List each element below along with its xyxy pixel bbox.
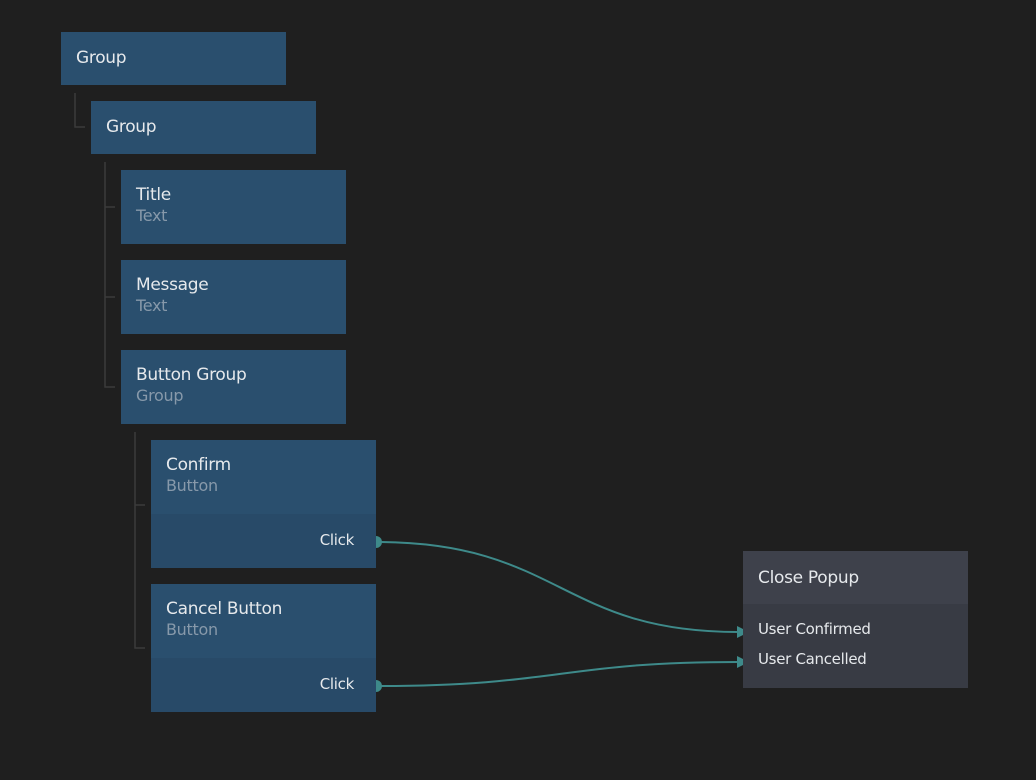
connection-confirm[interactable] [375,541,739,633]
node-type: Text [136,206,168,225]
node-title: Confirm [166,455,231,475]
node-title: Close Popup [758,567,859,588]
node-type: Text [136,296,168,315]
tree-line [134,432,145,649]
node-type: Button [166,620,218,639]
input-port-user-cancelled[interactable]: User Cancelled [758,650,867,668]
tree-line [104,162,115,388]
hierarchy-lines [74,93,145,649]
node-title: Button Group [136,365,247,385]
node-close-popup[interactable]: Close Popup User Confirmed User Cancelle… [743,551,968,688]
tree-line [74,93,85,128]
output-port-click[interactable]: Click [319,531,355,549]
node-type: Button [166,476,218,495]
connection-cancel[interactable] [375,661,739,687]
node-ports: Click [151,658,376,712]
node-title: Group [106,117,157,137]
node-title: Message [136,275,209,295]
node-group-inner[interactable]: Group [91,101,316,154]
node-title: Group [76,48,127,68]
node-ports: Click [151,514,376,568]
input-port-user-confirmed[interactable]: User Confirmed [758,620,871,638]
node-type: Group [136,386,184,405]
node-title: Title [136,185,171,205]
node-title: Cancel Button [166,599,283,619]
node-group-outer[interactable]: Group [61,32,286,85]
output-port-click[interactable]: Click [319,675,355,693]
